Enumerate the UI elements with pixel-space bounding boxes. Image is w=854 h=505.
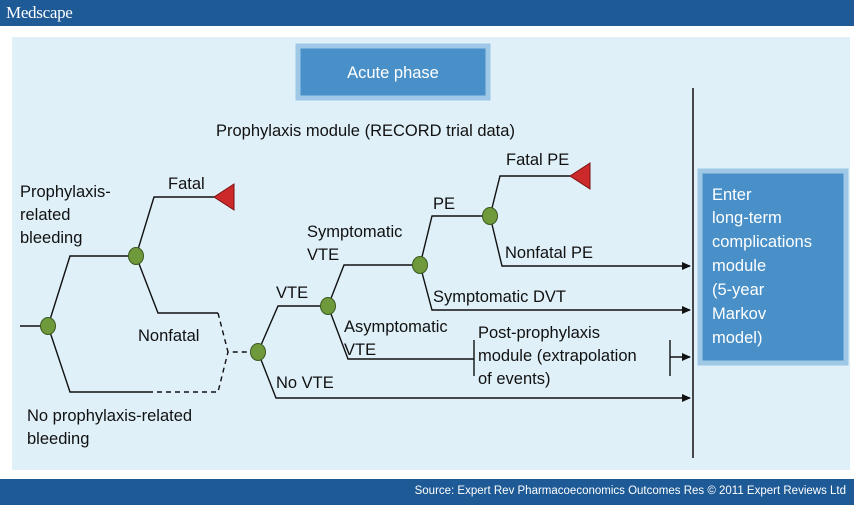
asymptomatic-vte-line-2: VTE: [344, 341, 376, 359]
bottom-banner: Source: Expert Rev Pharmacoeconomics Out…: [0, 479, 854, 505]
prophylaxis-bleeding-line-1: Prophylaxis-: [20, 183, 111, 201]
enter-module-line-1: Enter: [712, 186, 752, 204]
edge-asymptomatic-vte: [327, 305, 474, 360]
edge-to-bleeding: [47, 255, 136, 327]
edge-pe: [419, 215, 490, 266]
dash-no-bleeding: [148, 351, 229, 393]
top-banner: Medscape: [0, 0, 854, 26]
enter-module-line-3: complications: [712, 233, 812, 251]
fatal-pe-label: Fatal PE: [506, 151, 569, 169]
post-prophylaxis-line-3: of events): [478, 370, 550, 388]
medscape-logo: Medscape: [6, 3, 73, 22]
terminal-node-fatal-bleeding: [213, 183, 235, 211]
chance-node-vte: [320, 297, 336, 315]
enter-module-box: [697, 168, 849, 366]
acute-phase-label: Acute phase: [347, 64, 439, 82]
tree-edges: [20, 175, 691, 402]
enter-module-line-7: model): [712, 329, 762, 347]
no-vte-label: No VTE: [276, 374, 334, 392]
enter-module-text: Enter long-term complications module (5-…: [712, 186, 812, 347]
module-title: Prophylaxis module (RECORD trial data): [216, 122, 515, 140]
symptomatic-vte-line-1: Symptomatic: [307, 223, 402, 241]
prophylaxis-bleeding-line-3: bleeding: [20, 229, 82, 247]
chance-node-vte-split: [250, 343, 266, 361]
terminal-nodes: [213, 162, 591, 211]
asymptomatic-vte-line-1: Asymptomatic: [344, 318, 448, 336]
nonfatal-label: Nonfatal: [138, 327, 199, 345]
symptomatic-vte-line-2: VTE: [307, 246, 339, 264]
edge-fatal: [135, 196, 220, 257]
pe-label: PE: [433, 195, 455, 213]
prophylaxis-bleeding-line-2: related: [20, 206, 70, 224]
acute-phase-box-border: [295, 43, 491, 101]
no-bleeding-line-1: No prophylaxis-related: [27, 407, 192, 425]
vte-label: VTE: [276, 284, 308, 302]
edge-vte: [257, 305, 328, 353]
chance-nodes: [40, 207, 498, 361]
chance-node-bleeding: [128, 247, 144, 265]
edge-symptomatic-vte: [327, 264, 420, 307]
post-prophylaxis-line-2: module (extrapolation: [478, 347, 637, 365]
dashed-connectors: [148, 312, 258, 393]
nonfatal-pe-label: Nonfatal PE: [505, 244, 593, 262]
edge-symptomatic-dvt: [419, 264, 691, 314]
terminal-node-fatal-pe: [569, 162, 591, 190]
enter-module-line-6: Markov: [712, 305, 767, 323]
chance-node-root: [40, 317, 56, 335]
edge-fatal-pe: [489, 175, 572, 217]
enter-module-line-2: long-term: [712, 209, 782, 227]
edge-nonfatal-pe: [489, 215, 691, 270]
chance-node-symptomatic: [412, 256, 428, 274]
edge-no-vte: [257, 351, 691, 402]
edge-nonfatal: [135, 255, 218, 314]
enter-module-line-5: (5-year: [712, 281, 765, 299]
chance-node-pe: [482, 207, 498, 225]
fatal-label: Fatal: [168, 175, 205, 193]
no-bleeding-line-2: bleeding: [27, 430, 89, 448]
post-prophylaxis-line-1: Post-prophylaxis: [478, 324, 600, 342]
enter-module-line-4: module: [712, 257, 766, 275]
symptomatic-dvt-label: Symptomatic DVT: [433, 288, 566, 306]
edge-to-no-bleeding: [47, 325, 148, 393]
source-citation: Source: Expert Rev Pharmacoeconomics Out…: [414, 485, 846, 497]
